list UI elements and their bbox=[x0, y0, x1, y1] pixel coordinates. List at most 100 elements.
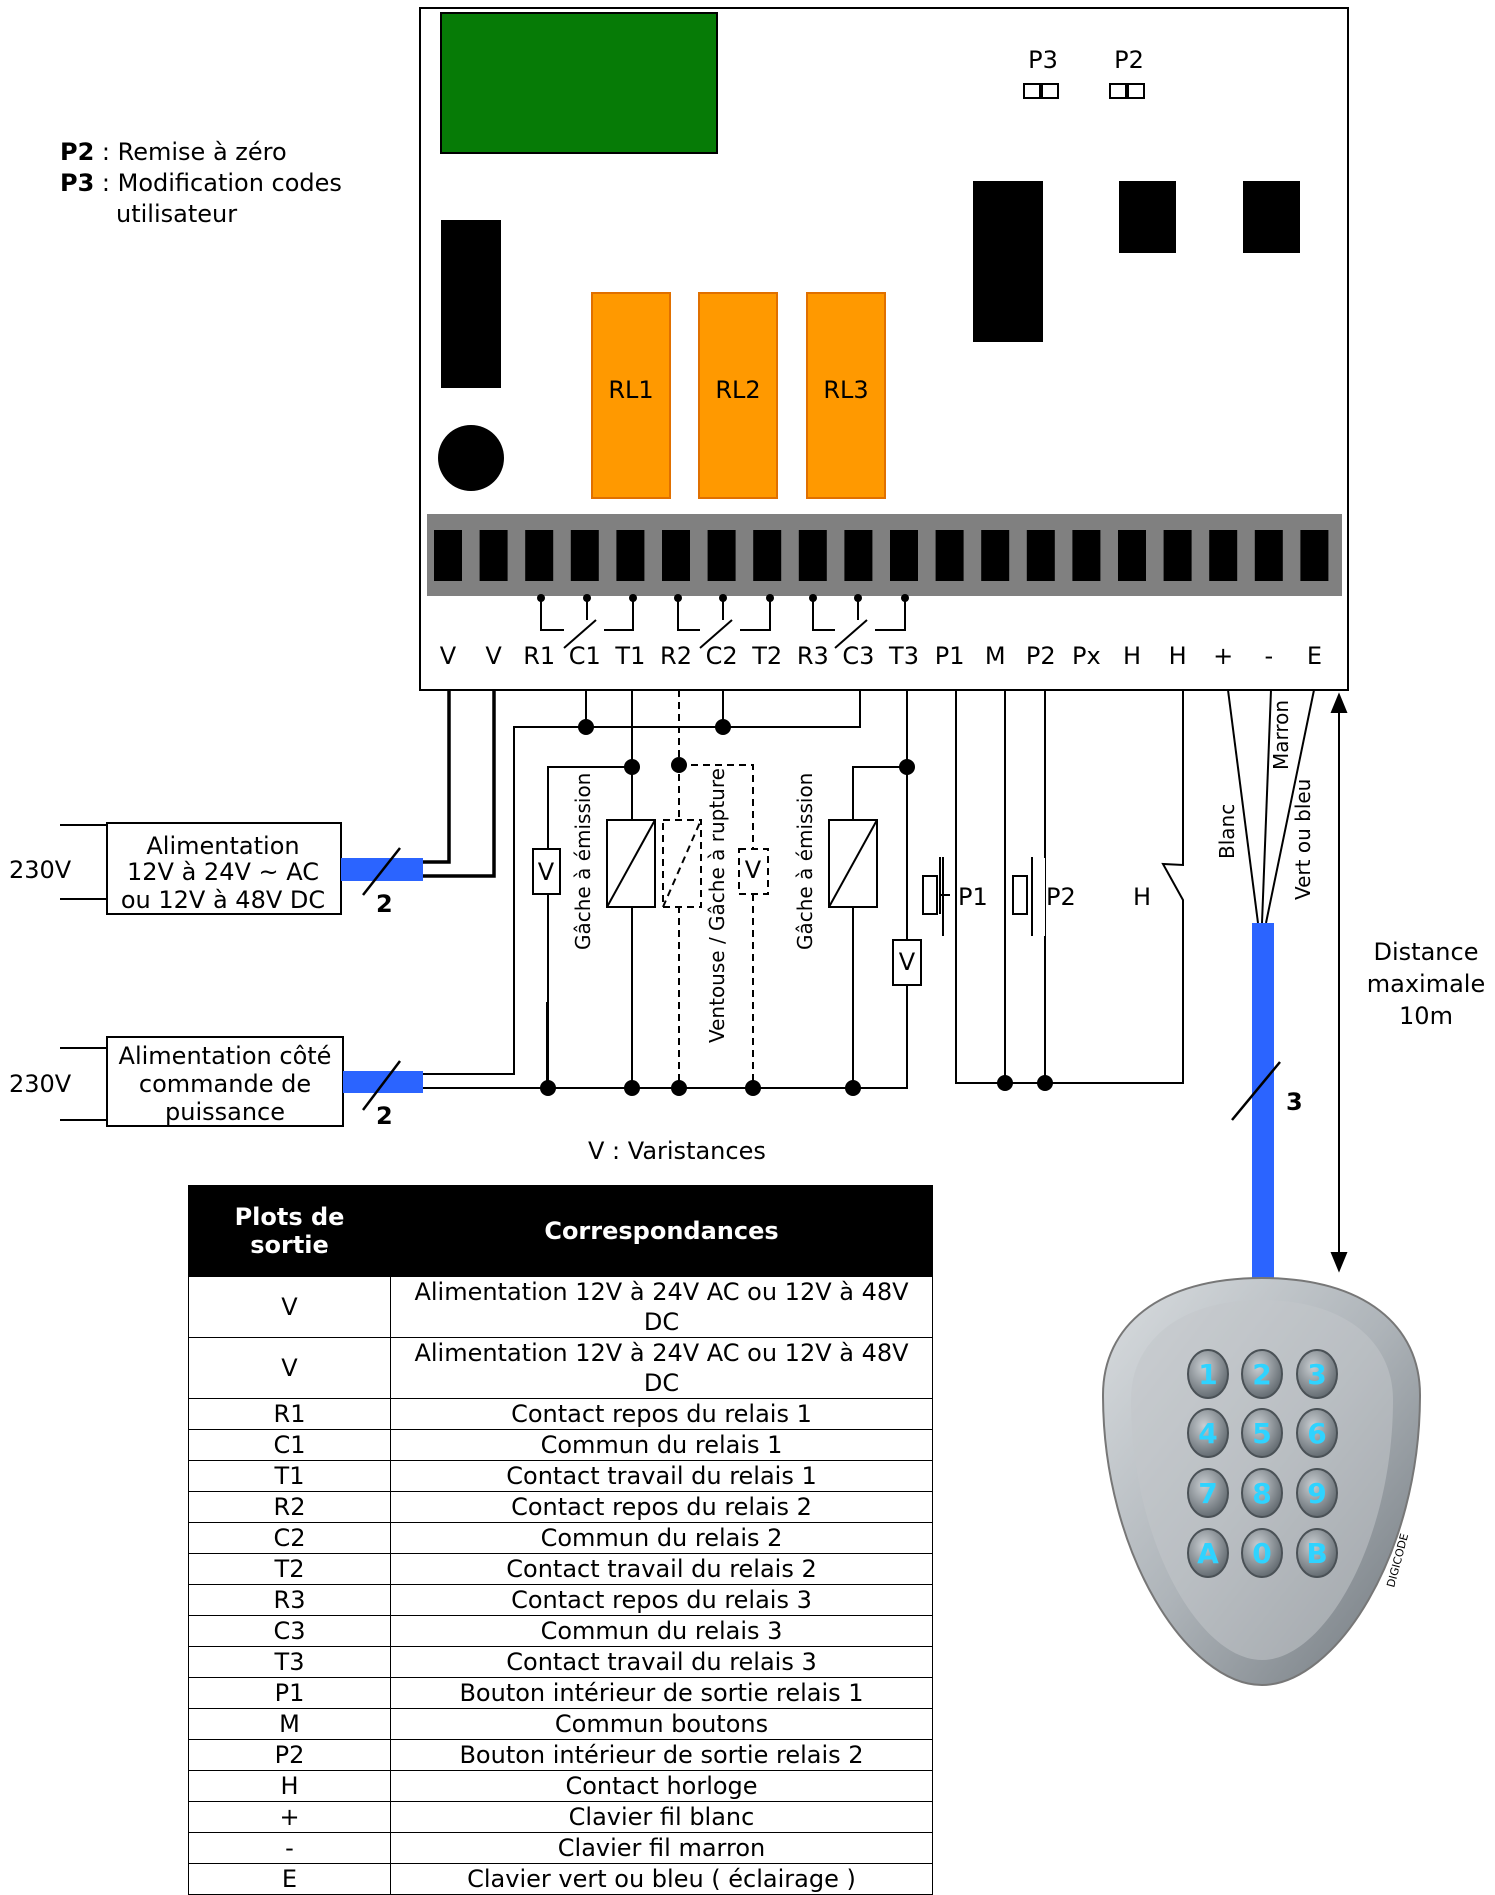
terminal-slot[interactable] bbox=[935, 530, 964, 581]
jumper-label-p3: P3 bbox=[1028, 46, 1058, 74]
terminal-slot[interactable] bbox=[1300, 530, 1329, 581]
terminal-slot[interactable] bbox=[1118, 530, 1146, 581]
terminal-slot[interactable] bbox=[1254, 530, 1283, 581]
terminal-slot[interactable] bbox=[1072, 530, 1101, 581]
keypad-key[interactable] bbox=[1296, 1528, 1338, 1578]
terminal-slot[interactable] bbox=[981, 530, 1010, 581]
keypad-key[interactable] bbox=[1296, 1468, 1338, 1518]
terminal-label: E bbox=[1307, 642, 1322, 670]
keypad-key-label: 7 bbox=[1198, 1477, 1217, 1510]
column-header: Correspondances bbox=[390, 1185, 933, 1277]
power-supply-2-line: Alimentation côté bbox=[119, 1042, 332, 1070]
terminal-label: V bbox=[485, 642, 502, 670]
keypad-key[interactable] bbox=[1187, 1349, 1229, 1399]
terminal-slot[interactable] bbox=[662, 530, 690, 581]
legend-key: P3 bbox=[60, 169, 95, 197]
terminal-cell: R2 bbox=[188, 1491, 391, 1523]
terminal-slot[interactable] bbox=[844, 530, 873, 581]
keypad-key[interactable] bbox=[1296, 1408, 1338, 1458]
terminal-slot[interactable] bbox=[434, 530, 462, 581]
keypad-cable bbox=[1252, 923, 1274, 1282]
legend-item-p3: P3 : Modification codes utilisateur bbox=[60, 168, 342, 230]
terminal-cell: C3 bbox=[188, 1615, 391, 1647]
terminal-slot[interactable] bbox=[1209, 530, 1238, 581]
chip bbox=[1119, 181, 1176, 253]
description-cell: Commun du relais 3 bbox=[390, 1615, 933, 1647]
wire-label-green: Vert ou bleu bbox=[1291, 779, 1315, 900]
relay-contact-symbols bbox=[540, 598, 906, 649]
terminal-cell: T1 bbox=[188, 1460, 391, 1492]
legend-text-cont: utilisateur bbox=[116, 200, 238, 228]
keypad-key[interactable] bbox=[1296, 1349, 1338, 1399]
description-cell: Contact travail du relais 1 bbox=[390, 1460, 933, 1492]
description-cell: Contact travail du relais 3 bbox=[390, 1646, 933, 1678]
description-cell: Clavier vert ou bleu ( éclairage ) bbox=[390, 1863, 933, 1895]
keypad-key[interactable] bbox=[1241, 1408, 1283, 1458]
jumper-p3[interactable] bbox=[1023, 83, 1059, 99]
terminal-cell: + bbox=[188, 1801, 391, 1833]
terminal-cell: T3 bbox=[188, 1646, 391, 1678]
terminal-label: P1 bbox=[935, 642, 965, 670]
terminal-label: P2 bbox=[1026, 642, 1056, 670]
terminal-slot[interactable] bbox=[1026, 530, 1055, 581]
keypad-key[interactable] bbox=[1187, 1528, 1229, 1578]
chip bbox=[441, 220, 501, 388]
chip bbox=[973, 181, 1043, 342]
relay-label: RL1 bbox=[608, 376, 653, 404]
varistor-label: V bbox=[745, 856, 762, 884]
terminal-slot[interactable] bbox=[707, 530, 736, 581]
keypad-key[interactable] bbox=[1241, 1349, 1283, 1399]
terminal-cell: P1 bbox=[188, 1677, 391, 1709]
description-cell: Commun boutons bbox=[390, 1708, 933, 1740]
description-cell: Bouton intérieur de sortie relais 2 bbox=[390, 1739, 933, 1771]
terminal-label: T1 bbox=[614, 642, 645, 670]
varistor-label: V bbox=[899, 948, 916, 976]
power-supply-1-line: Alimentation bbox=[146, 832, 299, 860]
terminal-slot[interactable] bbox=[753, 530, 782, 581]
strike-coil-1 bbox=[606, 819, 656, 908]
keypad-key[interactable] bbox=[1187, 1468, 1229, 1518]
jumper-p2[interactable] bbox=[1109, 83, 1145, 99]
terminal-slot[interactable] bbox=[570, 530, 599, 581]
legend-key: P2 bbox=[60, 138, 95, 166]
keypad-wires bbox=[1227, 689, 1315, 924]
button-mask bbox=[950, 858, 955, 936]
relay-rl2 bbox=[698, 292, 778, 499]
description-cell: Commun du relais 1 bbox=[390, 1429, 933, 1461]
distance-arrow bbox=[1330, 692, 1348, 1273]
keypad-key-label: B bbox=[1306, 1537, 1327, 1570]
terminal-slot[interactable] bbox=[1163, 530, 1192, 581]
relay-rl3 bbox=[806, 292, 886, 499]
keypad-key-label: 8 bbox=[1252, 1477, 1271, 1510]
terminal-label: C3 bbox=[842, 642, 874, 670]
terminal-label: - bbox=[1264, 642, 1273, 670]
relay-rl1 bbox=[591, 292, 671, 499]
terminal-cell: C2 bbox=[188, 1522, 391, 1554]
terminal-slot[interactable] bbox=[890, 530, 918, 581]
strike-label-3: Gâche à émission bbox=[793, 773, 817, 950]
terminal-slot[interactable] bbox=[525, 530, 554, 581]
power-supply-1 bbox=[60, 822, 423, 915]
cable-slash bbox=[1231, 1061, 1281, 1121]
keypad-key[interactable] bbox=[1241, 1528, 1283, 1578]
terminal-label: + bbox=[1213, 642, 1233, 670]
keypad-key[interactable] bbox=[1241, 1468, 1283, 1518]
terminal-cell: T2 bbox=[188, 1553, 391, 1585]
wire-count-1: 2 bbox=[376, 890, 393, 918]
terminal-slot[interactable] bbox=[798, 530, 827, 581]
terminal-cell: E bbox=[188, 1863, 391, 1895]
terminal-slot[interactable] bbox=[616, 530, 645, 581]
power-supply-2-line: puissance bbox=[165, 1098, 285, 1126]
terminal-slot[interactable] bbox=[479, 530, 508, 581]
terminal-slots bbox=[434, 530, 1329, 581]
keypad-key[interactable] bbox=[1187, 1408, 1229, 1458]
jumper-label-p2: P2 bbox=[1114, 46, 1144, 74]
